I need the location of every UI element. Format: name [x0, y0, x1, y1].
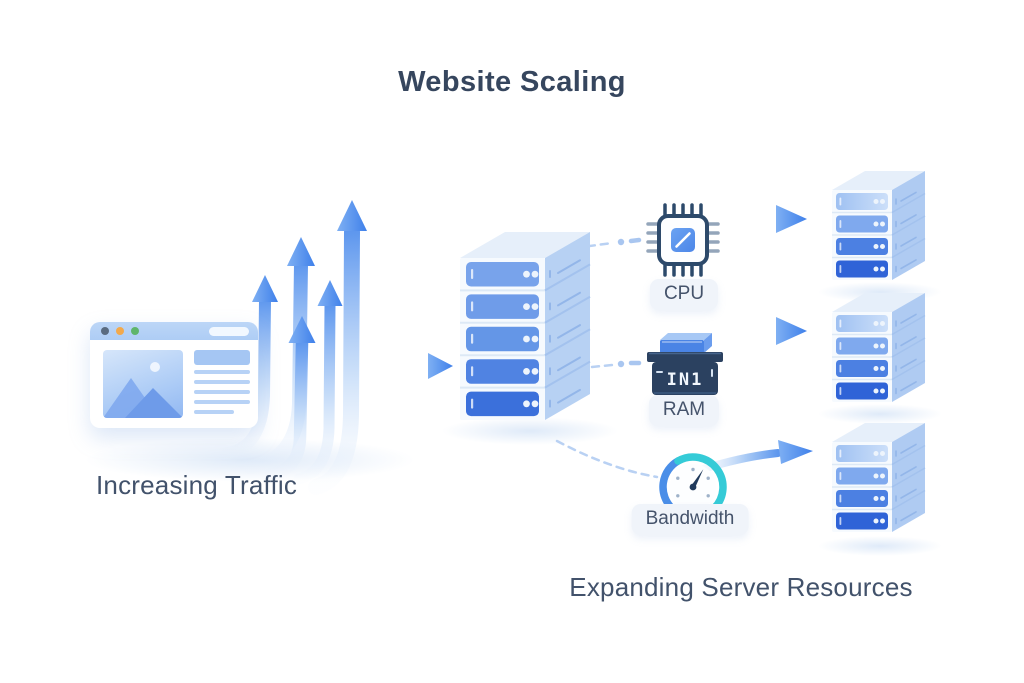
ram-chip-text: IN1 [667, 370, 704, 390]
connector-ticks [628, 237, 642, 366]
webpage-text-line [194, 410, 234, 414]
mountains-icon [103, 362, 183, 418]
bandwidth-label: Bandwidth [631, 504, 749, 535]
scaled-server-1 [828, 170, 930, 300]
webpage-text-line [194, 380, 250, 384]
window-dot-icon [116, 327, 124, 335]
webpage-text-line [194, 400, 250, 404]
cpu-label: CPU [649, 279, 719, 310]
webpage-text-line [194, 370, 250, 374]
expanding-resources-caption: Expanding Server Resources [569, 572, 913, 602]
window-dot-icon [101, 327, 109, 335]
ram-label: RAM [648, 395, 720, 426]
traffic-to-server-arrow [379, 353, 453, 379]
ram-icon: IN1 [647, 333, 723, 395]
scaled-server-2 [828, 292, 930, 422]
cpu-icon [646, 203, 720, 277]
scale-out-arrows [693, 205, 813, 475]
increasing-traffic-caption: Increasing Traffic [96, 470, 298, 500]
webpage-heading-placeholder [194, 350, 250, 365]
window-dot-icon [131, 327, 139, 335]
browser-title-bar [90, 322, 258, 340]
origin-server [460, 232, 591, 420]
page-title: Website Scaling [398, 66, 626, 98]
ram-label-text: RAM [662, 399, 706, 420]
server-unit-panels [466, 262, 539, 417]
webpage-image-placeholder [103, 350, 183, 418]
bandwidth-icon [659, 453, 727, 512]
connector-dots [617, 238, 625, 368]
scaled-server-3 [828, 422, 930, 552]
traffic-growth-arrowheads [252, 200, 367, 343]
cpu-label-text: CPU [663, 283, 705, 304]
address-bar [209, 327, 249, 336]
traffic-growth-arrows [221, 224, 360, 495]
browser-window [90, 322, 258, 428]
webpage-text-line [194, 390, 250, 394]
bandwidth-label-text: Bandwidth [645, 508, 735, 529]
